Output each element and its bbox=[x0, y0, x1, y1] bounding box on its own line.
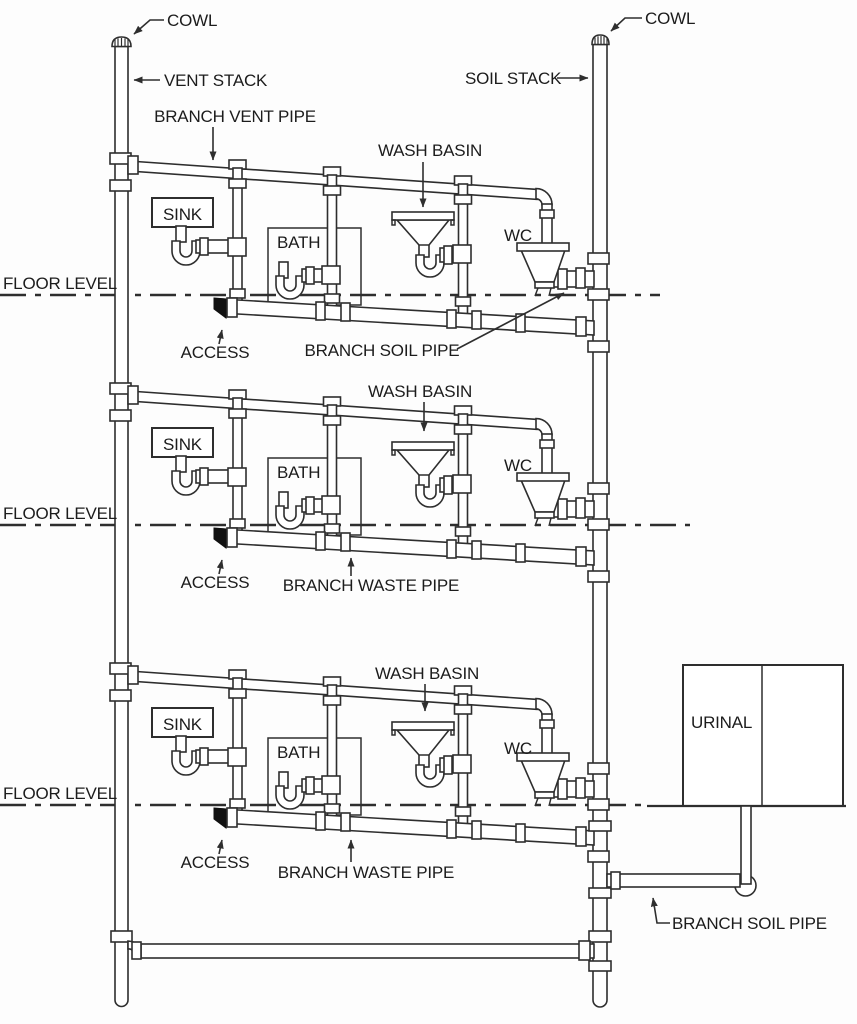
branch-soil-pipe-leader-bottom bbox=[650, 897, 670, 924]
middle-floor-piping bbox=[109, 382, 610, 583]
wash-basin-label-1: WASH BASIN bbox=[378, 141, 482, 160]
soil-stack-coupling bbox=[588, 820, 612, 832]
soil-stack-label: SOIL STACK bbox=[465, 69, 562, 88]
ground-floor-piping bbox=[109, 662, 610, 863]
vent-stack-label: VENT STACK bbox=[164, 71, 268, 90]
annotations: COWL COWL VENT STACK SOIL STACK BRANCH V… bbox=[3, 9, 827, 933]
bath-label-3: BATH bbox=[277, 743, 320, 762]
urinal-drop-pipe bbox=[740, 805, 752, 885]
urinal-branch-soil-pipe bbox=[606, 873, 741, 888]
cowl-right-label: COWL bbox=[645, 9, 695, 28]
bottom-horizontal-drain bbox=[140, 943, 595, 959]
access-label-3: ACCESS bbox=[181, 853, 250, 872]
top-floor-piping bbox=[109, 152, 610, 353]
wash-basin-label-2: WASH BASIN bbox=[368, 382, 472, 401]
urinal-label: URINAL bbox=[691, 713, 752, 732]
bottom-drain-connection bbox=[110, 930, 612, 972]
soil-stack-coupling bbox=[588, 887, 612, 899]
branch-waste-pipe-label-3: BRANCH WASTE PIPE bbox=[278, 863, 454, 882]
cowl-left-label: COWL bbox=[167, 11, 217, 30]
cowl-left-cap bbox=[111, 36, 132, 48]
access-label-1: ACCESS bbox=[181, 343, 250, 362]
floor-level-label-3: FLOOR LEVEL bbox=[3, 784, 117, 803]
access-label-2: ACCESS bbox=[181, 573, 250, 592]
wc-label-3: WC bbox=[504, 739, 532, 758]
cowl-left-leader bbox=[133, 19, 164, 35]
access-arrow-1 bbox=[216, 329, 224, 345]
floor-level-label-1: FLOOR LEVEL bbox=[3, 274, 117, 293]
branch-soil-pipe-leader-1 bbox=[456, 292, 565, 350]
branch-vent-pipe-label: BRANCH VENT PIPE bbox=[154, 107, 316, 126]
sink-label-1: SINK bbox=[163, 205, 203, 224]
branch-soil-pipe-label-bottom: BRANCH SOIL PIPE bbox=[672, 914, 827, 933]
bath-label-2: BATH bbox=[277, 463, 320, 482]
wc-label-2: WC bbox=[504, 456, 532, 475]
vent-stack-pipe bbox=[114, 45, 129, 1008]
vent-stack-coupling bbox=[110, 930, 133, 943]
wash-basin-label-3: WASH BASIN bbox=[375, 664, 479, 683]
floor-level-label-2: FLOOR LEVEL bbox=[3, 504, 117, 523]
sink-label-2: SINK bbox=[163, 435, 203, 454]
cowl-right-cap bbox=[591, 34, 610, 46]
wc-label-1: WC bbox=[504, 226, 532, 245]
soil-stack-coupling bbox=[588, 960, 612, 972]
bath-label-1: BATH bbox=[277, 233, 320, 252]
urinal-assembly bbox=[588, 664, 846, 899]
pipe-coupling bbox=[610, 871, 621, 890]
access-arrow-3 bbox=[216, 839, 224, 855]
branch-soil-pipe-label-1: BRANCH SOIL PIPE bbox=[305, 341, 460, 360]
sink-label-3: SINK bbox=[163, 715, 203, 734]
urinal-body bbox=[682, 664, 844, 807]
access-arrow-2 bbox=[216, 559, 224, 575]
soil-stack-coupling bbox=[588, 930, 612, 943]
branch-waste-pipe-label-2: BRANCH WASTE PIPE bbox=[283, 576, 459, 595]
pipe-coupling bbox=[578, 940, 591, 961]
pipe-coupling bbox=[131, 941, 142, 960]
cowl-right-leader bbox=[610, 17, 642, 32]
